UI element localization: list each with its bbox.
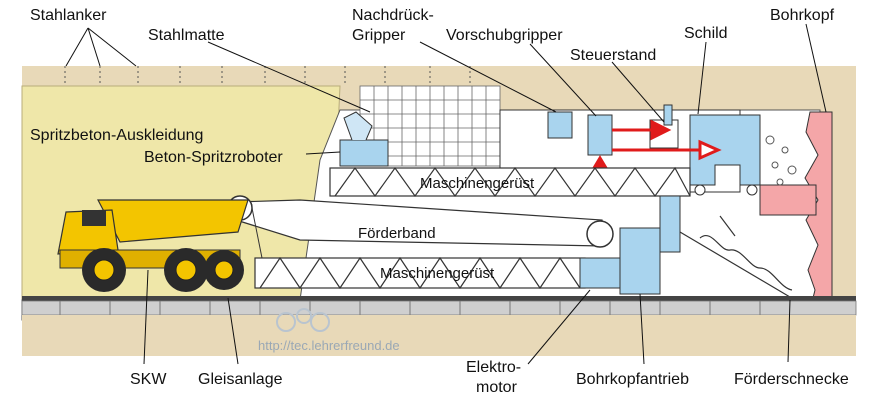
label-vorschubgripper: Vorschubgripper — [446, 27, 563, 44]
label-spritzbeton: Spritzbeton-Auskleidung — [30, 127, 203, 144]
machine-frame-upper — [329, 166, 691, 198]
watermark-text: http://tec.lehrerfreund.de — [258, 338, 400, 353]
lower-rock — [22, 315, 856, 356]
label-roboter: Beton-Spritzroboter — [144, 149, 283, 166]
steuerstand-post — [663, 104, 673, 126]
dump-truck — [57, 199, 249, 292]
label-maschinengeruest-oben: Maschinengerüst — [420, 175, 535, 192]
watermark-logo — [276, 308, 330, 332]
label-nachdrueck-1: Nachdrück- — [352, 7, 434, 24]
electric-motor — [579, 257, 625, 289]
thrust-gripper — [587, 114, 613, 156]
shotcrete-robot-arm — [343, 111, 373, 141]
label-nachdrueck-2: Gripper — [352, 27, 406, 44]
label-maschinengeruest-unten: Maschinengerüst — [380, 265, 495, 282]
label-foerderschnecke: Förderschnecke — [734, 371, 849, 388]
screw-conveyor — [679, 215, 796, 301]
label-foerderband: Förderband — [358, 225, 436, 242]
rock-bolts — [64, 66, 471, 84]
drive-shaft — [659, 195, 681, 253]
label-stahlanker: Stahlanker — [30, 7, 107, 24]
label-skw: SKW — [130, 371, 167, 388]
shield-wheel-left — [694, 184, 706, 196]
label-bohrkopfantrieb: Bohrkopfantrieb — [576, 371, 689, 388]
label-stahlmatte: Stahlmatte — [148, 27, 225, 44]
re-thrust-gripper — [547, 111, 573, 139]
label-gleisanlage: Gleisanlage — [198, 371, 283, 388]
label-elektro-2: motor — [476, 379, 518, 396]
leader-lines — [65, 23, 827, 365]
label-steuerstand: Steuerstand — [570, 47, 656, 64]
cutter-head-inner — [759, 184, 817, 216]
shotcrete-robot — [339, 139, 389, 167]
cutterhead-drive — [619, 227, 661, 295]
label-elektro-1: Elektro- — [466, 359, 521, 376]
shield-wheel-right — [746, 184, 758, 196]
truck-cab-window — [82, 210, 106, 226]
label-schild: Schild — [684, 25, 728, 42]
machine-frame-lower — [254, 256, 586, 290]
label-bohrkopf: Bohrkopf — [770, 7, 835, 24]
